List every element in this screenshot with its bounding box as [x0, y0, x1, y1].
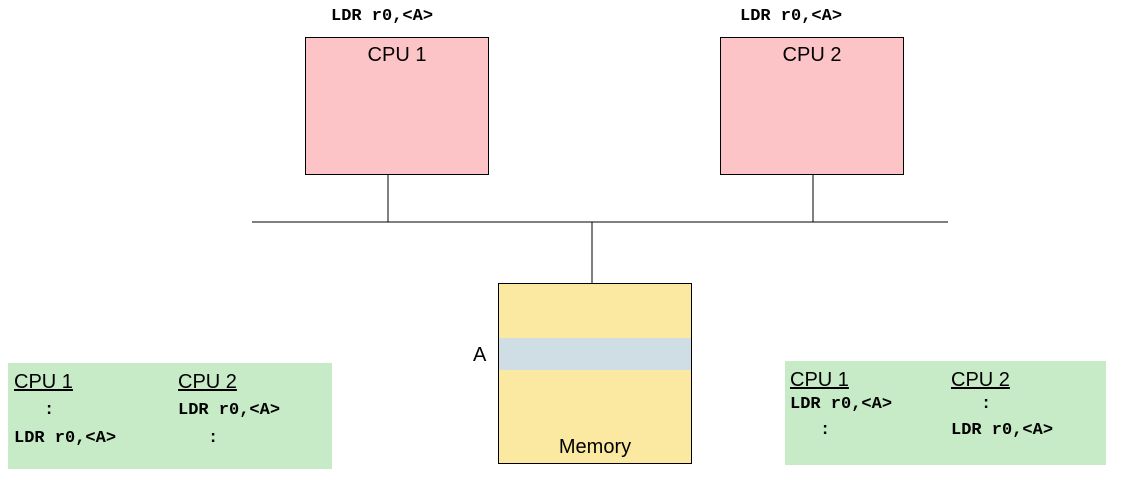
left-row2-cpu2: : [208, 429, 219, 448]
cpu2-box: CPU 2 [720, 37, 904, 175]
right-row1-cpu1: LDR r0,<A> [790, 395, 893, 414]
left-header-cpu2: CPU 2 [178, 371, 237, 393]
cpu1-instruction: LDR r0,<A> [331, 7, 434, 26]
memory-box: Memory [498, 283, 692, 464]
left-row1-cpu1: : [44, 401, 55, 420]
cpu2-instruction: LDR r0,<A> [740, 7, 843, 26]
memory-row-a [499, 338, 691, 370]
cpu1-title: CPU 1 [367, 44, 427, 66]
right-sequence-note: CPU 1 CPU 2 LDR r0,<A> : : LDR r0,<A> [785, 361, 1106, 465]
cpu2-title: CPU 2 [782, 44, 842, 66]
memory-label: Memory [558, 436, 632, 458]
left-row1-cpu2: LDR r0,<A> [178, 401, 281, 420]
right-row2-cpu1: : [820, 421, 831, 440]
right-row2-cpu2: LDR r0,<A> [951, 421, 1054, 440]
left-sequence-note: CPU 1 CPU 2 : LDR r0,<A> LDR r0,<A> : [8, 363, 332, 469]
right-row1-cpu2: : [981, 395, 992, 414]
left-row2-cpu1: LDR r0,<A> [14, 429, 117, 448]
memory-row-label: A [473, 344, 487, 366]
left-header-cpu1: CPU 1 [14, 371, 73, 393]
cpu1-box: CPU 1 [305, 37, 489, 175]
right-header-cpu1: CPU 1 [790, 369, 849, 391]
right-header-cpu2: CPU 2 [951, 369, 1010, 391]
